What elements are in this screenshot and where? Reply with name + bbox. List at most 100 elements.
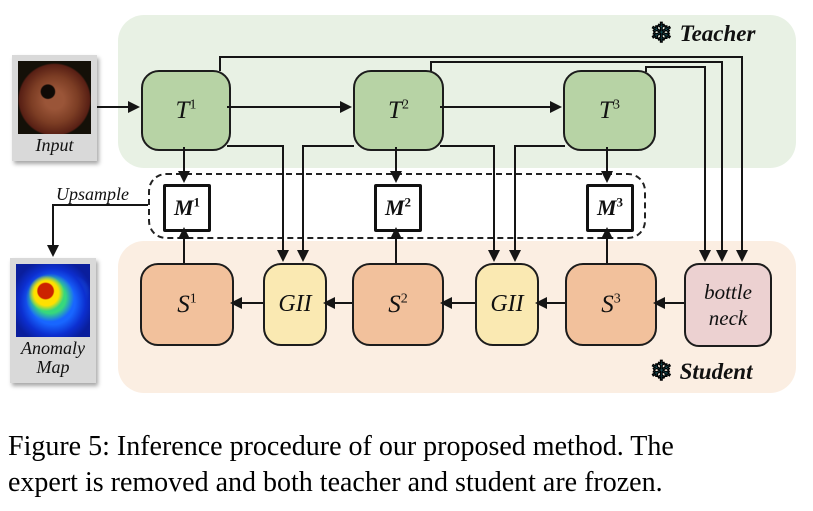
connector-t2-skip-stub: [430, 62, 432, 71]
t1-label: T1: [176, 98, 197, 123]
connector-t3-skip-stub: [645, 67, 647, 72]
s3-label: S3: [601, 292, 621, 317]
anomaly-map-card: Anomaly Map: [10, 258, 96, 383]
teacher-block-t1: T1: [141, 70, 231, 151]
t1-sup: 1: [189, 97, 197, 113]
arrowhead-s3-gii2: [535, 297, 547, 309]
connector-t2-gii2-h: [440, 145, 495, 147]
student-block-s1: S1: [140, 263, 234, 346]
bottleneck-line1: bottle: [704, 280, 752, 304]
connector-t3-gii2-h: [514, 145, 565, 147]
m1-sup: 1: [193, 194, 201, 210]
arrowhead-t1-t2: [340, 101, 352, 113]
connector-t2-gii1-v: [302, 145, 304, 251]
input-caption: Input: [35, 135, 74, 155]
anomaly-caption-line1: Anomaly: [21, 338, 85, 358]
arrowhead-t1-bottleneck: [736, 250, 748, 262]
figure-caption: Figure 5: Inference procedure of our pro…: [8, 429, 808, 501]
input-image: [18, 61, 91, 134]
teacher-block-t3: T3: [563, 70, 656, 151]
connector-t1-skip-down: [741, 56, 743, 251]
arrowhead-t2-m2: [390, 171, 402, 183]
t1-base: T: [175, 97, 190, 124]
bottleneck-block: bottle neck: [684, 263, 772, 347]
gii1-label: GII: [278, 291, 312, 317]
connector-t2-skip-top: [430, 61, 723, 63]
connector-s3-gii2: [547, 302, 565, 304]
connector-s1-m1: [183, 239, 185, 263]
gii-block-1: GII: [263, 263, 327, 346]
connector-t1-gii1-v: [282, 145, 284, 251]
s2-sup: 2: [400, 291, 408, 307]
m1-base: M: [173, 195, 194, 220]
arrowhead-t2-gii2: [488, 250, 500, 262]
m3-base: M: [596, 195, 617, 220]
connector-t2-gii1-h: [302, 145, 354, 147]
memory-block-m2: M2: [374, 184, 422, 232]
student-block-s2: S2: [352, 263, 444, 346]
connector-t2-t3: [440, 106, 551, 108]
s3-base: S: [601, 291, 614, 318]
connector-upsample-v: [52, 204, 54, 246]
connector-s2-m2: [395, 239, 397, 263]
connector-t1-gii1-h: [227, 145, 284, 147]
snowflake-icon: ❄: [649, 18, 673, 49]
teacher-region-background: [118, 15, 796, 168]
connector-input-t1: [97, 106, 129, 108]
arrowhead-s1-m1: [178, 227, 190, 239]
s1-base: S: [177, 291, 190, 318]
arrowhead-bottleneck-s3: [653, 297, 665, 309]
arrowhead-t2-t3: [550, 101, 562, 113]
connector-t3-skip-down: [704, 66, 706, 251]
figure-caption-line2: expert is removed and both teacher and s…: [8, 467, 663, 498]
t3-label: T3: [599, 98, 620, 123]
student-block-s3: S3: [565, 263, 657, 346]
upsample-label: Upsample: [56, 184, 129, 204]
teacher-region-label: ❄ Teacher: [649, 18, 756, 49]
s2-label: S2: [388, 292, 408, 317]
memory-block-m1: M1: [163, 184, 211, 232]
teacher-label: Teacher: [679, 20, 756, 46]
connector-gii2-s2: [452, 302, 475, 304]
arrowhead-t1-gii1: [277, 250, 289, 262]
arrowhead-s2-m2: [390, 227, 402, 239]
t3-sup: 3: [612, 97, 620, 113]
s2-base: S: [388, 291, 401, 318]
m2-sup: 2: [404, 194, 412, 210]
connector-t2-skip-down: [721, 61, 723, 251]
connector-gii1-s1: [242, 302, 263, 304]
connector-t3-m3: [606, 147, 608, 173]
memory-block-m3: M3: [586, 184, 634, 232]
arrowhead-t2-bottleneck: [716, 250, 728, 262]
t2-label: T2: [388, 98, 409, 123]
connector-upsample-h: [53, 204, 148, 206]
arrowhead-upsample-anomaly: [47, 245, 59, 257]
connector-t3-skip-top: [645, 66, 706, 68]
m1-label: M1: [173, 194, 201, 220]
gii-block-2: GII: [475, 263, 539, 346]
teacher-block-t2: T2: [353, 70, 444, 151]
arrowhead-s2-gii1: [323, 297, 335, 309]
connector-s3-m3: [606, 239, 608, 263]
connector-t1-m1: [183, 147, 185, 173]
s1-label: S1: [177, 292, 197, 317]
arrowhead-gii2-s2: [440, 297, 452, 309]
figure-caption-line1: Figure 5: Inference procedure of our pro…: [8, 431, 674, 462]
anomaly-caption-line2: Map: [36, 357, 70, 377]
arrowhead-t3-gii2: [509, 250, 521, 262]
m2-base: M: [384, 195, 405, 220]
arrowhead-t3-m3: [601, 171, 613, 183]
student-region-label: ❄ Student: [649, 357, 752, 385]
connector-t1-skip-stub: [219, 57, 221, 71]
m2-label: M2: [384, 194, 412, 220]
arrowhead-s3-m3: [601, 227, 613, 239]
bottleneck-label: bottle neck: [704, 279, 752, 331]
t2-sup: 2: [401, 97, 409, 113]
bottleneck-line2: neck: [708, 306, 748, 330]
input-image-card: Input: [12, 55, 97, 161]
arrowhead-gii1-s1: [230, 297, 242, 309]
arrowhead-t2-gii1: [297, 250, 309, 262]
connector-s2-gii1: [335, 302, 352, 304]
anomaly-map-image: [16, 264, 90, 337]
